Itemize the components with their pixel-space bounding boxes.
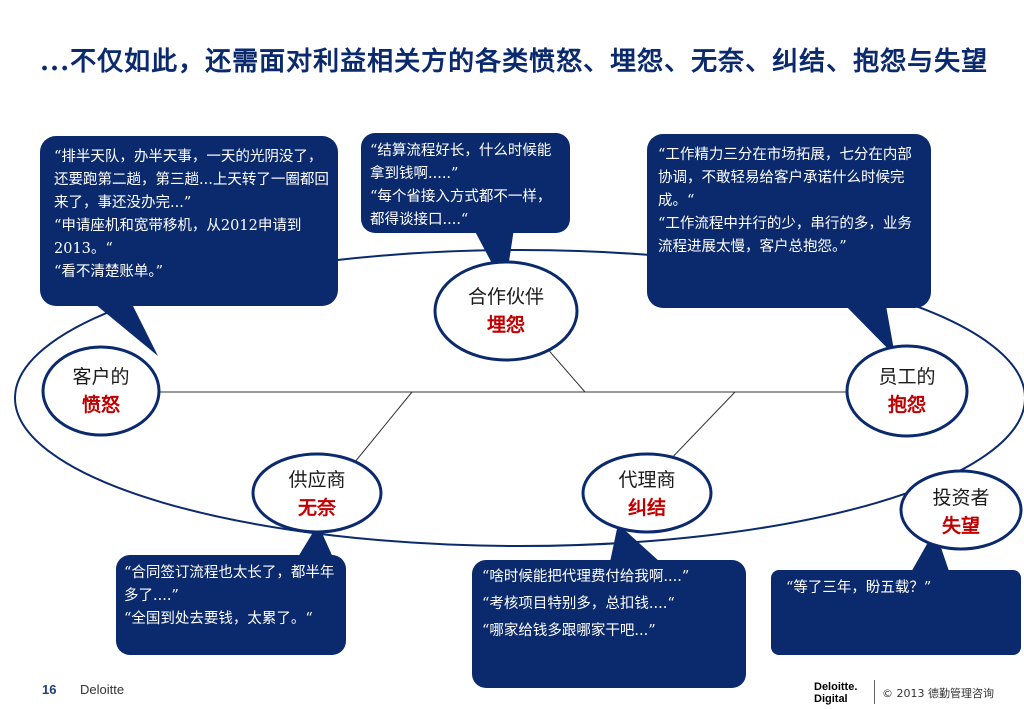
node-investor: 投资者 失望 (911, 484, 1011, 540)
page-title: ...不仅如此，还需面对利益相关方的各类愤怒、埋怨、无奈、纠结、抱怨与失望 (40, 47, 989, 77)
node-partner-emotion: 埋怨 (486, 314, 525, 336)
node-agent-emotion: 纠结 (627, 497, 666, 519)
quote-employee-1: “工作精力三分在市场拓展，七分在内部协调，不敢轻易给客户承诺什么时候完成。“ (658, 147, 912, 209)
bubble-employee-bg (647, 134, 931, 308)
bubble-customer: “排半天队，办半天事，一天的光阴没了，还要跑第二趟，第三趟...上天转了一圈都回… (54, 146, 330, 302)
node-investor-circle (899, 469, 1023, 551)
quote-partner-2: “每个省接入方式都不一样，都得谈接口....“ (370, 189, 552, 228)
deloitte-digital-logo: Deloitte. Digital (814, 681, 857, 705)
node-customer-emotion: 愤怒 (81, 394, 120, 416)
node-employee-name: 员工的 (878, 366, 936, 388)
quote-agent-3: “哪家给钱多跟哪家干吧...” (482, 623, 656, 639)
bubble-investor-bg (771, 570, 1021, 655)
bubble-employee: “工作精力三分在市场拓展，七分在内部协调，不敢轻易给客户承诺什么时候完成。“ “… (658, 144, 922, 284)
page-number: 16 (42, 682, 57, 697)
logo-divider (874, 680, 875, 704)
bubble-investor: “等了三年，盼五载？” (786, 577, 1011, 617)
stakeholder-ring (14, 249, 1024, 547)
bubble-supplier: “合同签订流程也太长了，都半年多了....” “全国到处去要钱，太累了。“ (124, 562, 338, 652)
logo-line-1: Deloitte. (814, 681, 858, 693)
bubble-tail-supplier (295, 524, 335, 562)
bubble-partner-bg (361, 133, 570, 233)
connector-supplier (349, 391, 413, 469)
copyright: © 2013 德勤管理咨询 (882, 687, 994, 700)
bubble-agent: “啥时候能把代理费付给我啊....” “考核项目特别多，总扣钱....“ “哪家… (482, 566, 718, 686)
node-customer-name: 客户的 (72, 366, 130, 388)
quote-investor-1: “等了三年，盼五载？” (786, 580, 932, 596)
logo-line-2: Digital (814, 693, 848, 705)
bubble-tail-customer (90, 300, 158, 356)
node-partner-circle (433, 260, 579, 362)
node-supplier-name: 供应商 (288, 469, 346, 491)
bubble-customer-bg (40, 136, 338, 306)
bubble-tail-investor (910, 530, 950, 574)
quote-agent-2: “考核项目特别多，总扣钱....“ (482, 596, 675, 612)
node-partner-name: 合作伙伴 (467, 286, 544, 308)
bubble-tail-agent (610, 524, 660, 562)
node-employee-circle (845, 344, 969, 438)
bubble-agent-bg (472, 560, 746, 688)
connector-agent (664, 391, 736, 466)
node-supplier: 供应商 无奈 (267, 466, 367, 522)
node-employee: 员工的 抱怨 (857, 363, 957, 419)
quote-supplier-2: “全国到处去要钱，太累了。“ (124, 611, 313, 627)
node-employee-emotion: 抱怨 (887, 394, 926, 416)
quote-customer-1: “排半天队，办半天事，一天的光阴没了，还要跑第二趟，第三趟...上天转了一圈都回… (54, 149, 329, 211)
bubble-supplier-bg (116, 555, 346, 655)
quote-supplier-1: “合同签订流程也太长了，都半年多了....” (124, 565, 335, 604)
node-agent-name: 代理商 (618, 469, 676, 491)
node-agent: 代理商 纠结 (597, 466, 697, 522)
node-customer-circle (41, 345, 161, 437)
bubble-partner: “结算流程好长，什么时候能拿到钱啊.....” “每个省接入方式都不一样，都得谈… (370, 140, 562, 230)
quote-employee-2: “工作流程中并行的少，串行的多，业务流程进展太慢，客户总抱怨。” (658, 216, 912, 255)
node-supplier-emotion: 无奈 (297, 497, 336, 519)
node-partner: 合作伙伴 埋怨 (446, 283, 566, 339)
quote-customer-2: “申请座机和宽带移机，从2012申请到2013。“ (54, 218, 302, 257)
node-supplier-circle (251, 452, 383, 534)
node-investor-name: 投资者 (932, 487, 990, 509)
bubble-tail-employee (840, 300, 895, 356)
quote-partner-1: “结算流程好长，什么时候能拿到钱啊.....” (370, 143, 552, 182)
quote-agent-1: “啥时候能把代理费付给我啊....” (482, 569, 690, 585)
quote-customer-3: “看不清楚账单。” (54, 264, 164, 280)
node-investor-emotion: 失望 (941, 515, 980, 537)
footer-brand: Deloitte (80, 682, 125, 697)
node-agent-circle (581, 452, 713, 534)
node-customer: 客户的 愤怒 (51, 363, 151, 419)
